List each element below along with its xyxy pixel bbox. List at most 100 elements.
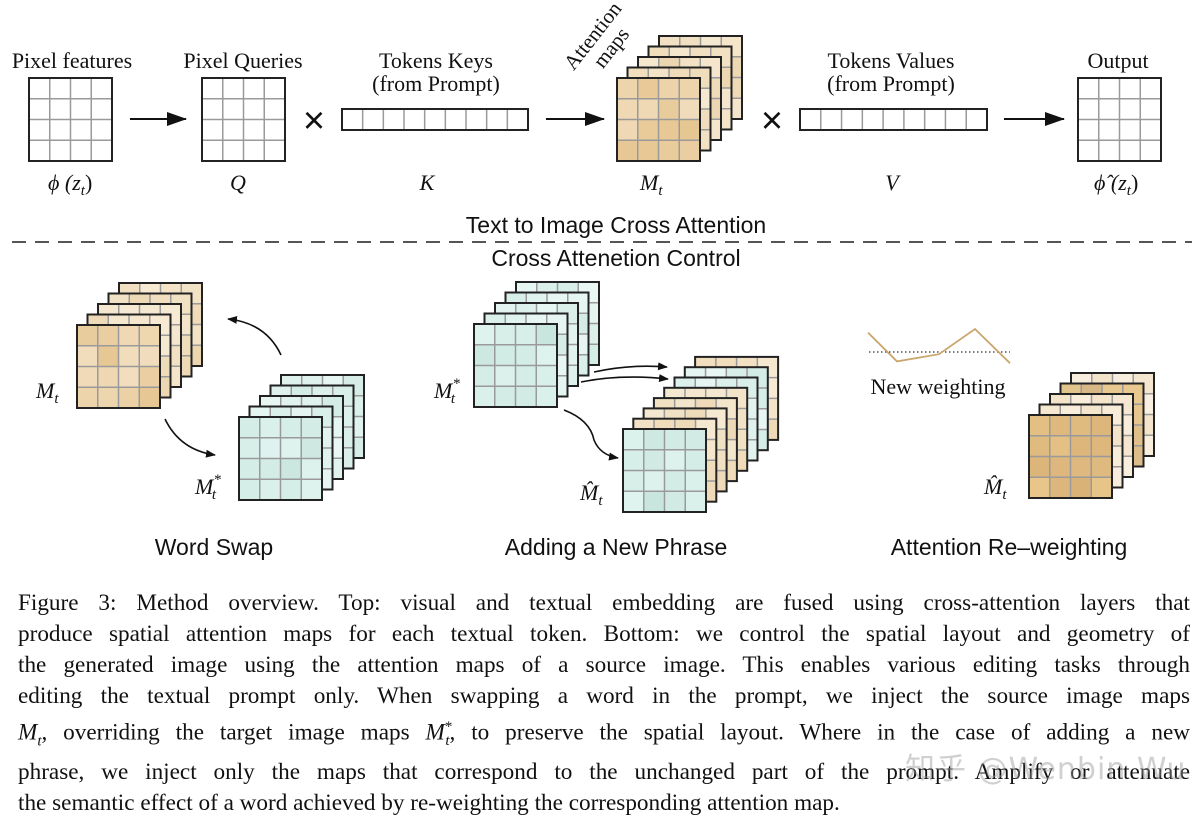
adding-phrase-arrow-3 [564, 410, 618, 458]
word-swap-title: Word Swap [155, 534, 273, 560]
caption-line-with-math: Mt, overriding the target image maps M*t… [18, 712, 1190, 757]
grid-cell [77, 346, 98, 367]
grid-cell [1140, 78, 1161, 99]
grid-cell [301, 438, 322, 459]
grid-cell [1071, 457, 1092, 478]
grid-cell [685, 450, 706, 471]
grid-cell [223, 140, 244, 161]
grid-cell [536, 386, 557, 407]
front-map [623, 429, 706, 512]
grid-cell [1120, 140, 1141, 161]
grid-cell [644, 471, 665, 492]
adding-phrase-title: Adding a New Phrase [505, 534, 727, 560]
new-weighting-label: New weighting [870, 374, 1005, 399]
output-label: Output [1087, 48, 1148, 73]
tokens-keys-label-line2: (from Prompt) [372, 71, 500, 96]
attention-maps-symbol: Mt [639, 170, 663, 199]
grid-cell [91, 99, 112, 120]
grid-cell [617, 99, 638, 120]
grid-cell [264, 140, 285, 161]
pixel-queries-map [202, 78, 285, 161]
grid-cell [644, 491, 665, 512]
grid-cell [29, 140, 50, 161]
grid-cell [659, 140, 680, 161]
pixel-features-grid [29, 78, 112, 161]
value-symbol: V [885, 170, 901, 195]
adding-phrase-arrow-2 [581, 377, 668, 382]
tokens-values-bar [800, 109, 987, 130]
grid-cell [516, 324, 537, 345]
grid-cell [239, 417, 260, 438]
grid-cell [1050, 477, 1071, 498]
grid-cell [264, 99, 285, 120]
grid-cell [71, 99, 92, 120]
multiply-symbol-2: × [761, 100, 783, 142]
output-grid [1078, 78, 1161, 161]
grid-cell [1029, 436, 1050, 457]
grid-cell [281, 459, 302, 480]
grid-cell [659, 99, 680, 120]
grid-cell [119, 387, 140, 408]
output-block: Output ϕ̂ (zt) [1078, 48, 1161, 199]
grid-cell [239, 479, 260, 500]
grid-cell [623, 429, 644, 450]
grid-cell [50, 140, 71, 161]
grid-cell [659, 78, 680, 99]
word-swap-panel: Mt M*t Word Swap [35, 283, 364, 560]
grid-cell [71, 78, 92, 99]
grid-cell [223, 78, 244, 99]
adding-phrase-result-stack [623, 357, 778, 512]
grid-cell [1071, 415, 1092, 436]
word-swap-target-stack [239, 375, 364, 500]
key-symbol: K [419, 170, 436, 195]
weighting-curve-line [868, 329, 1010, 363]
grid-cell [474, 324, 495, 345]
grid-cell [139, 346, 160, 367]
grid-cell [119, 325, 140, 346]
grid-cell [301, 459, 322, 480]
grid-cell [139, 325, 160, 346]
grid-cell [244, 120, 265, 141]
grid-cell [50, 99, 71, 120]
grid-cell [1091, 415, 1112, 436]
adding-phrase-panel: M*t M̂t Adding a New Phrase [433, 282, 778, 560]
output-symbol: ϕ̂ (zt) [1094, 170, 1138, 199]
caption-line: the generated image using the attention … [18, 650, 1190, 681]
pixel-queries-grid [202, 78, 285, 161]
grid-cell [260, 479, 281, 500]
grid-cell [281, 417, 302, 438]
word-swap-arrow-down [165, 419, 215, 455]
grid-cell [623, 491, 644, 512]
grid-cell [665, 450, 686, 471]
attention-maps-stack [617, 36, 742, 161]
grid-cell [91, 140, 112, 161]
grid-cell [301, 417, 322, 438]
grid-cell [1120, 78, 1141, 99]
reweighting-panel: New weighting M̂t Attention Re–weighting [868, 329, 1154, 560]
pixel-queries-label: Pixel Queries [183, 48, 302, 73]
grid-cell [1099, 78, 1120, 99]
tokens-keys-label-line1: Tokens Keys [379, 48, 493, 73]
grid-cell [281, 438, 302, 459]
grid-cell [1050, 457, 1071, 478]
pixel-features-label: Pixel features [12, 48, 132, 73]
grid-cell [1078, 140, 1099, 161]
grid-cell [685, 429, 706, 450]
grid-cell [264, 78, 285, 99]
front-map [617, 78, 700, 161]
reweighting-stack [1029, 373, 1154, 498]
grid-cell [536, 366, 557, 387]
pixel-features-block: Pixel features ϕ (zt) [12, 48, 132, 199]
grid-cell [623, 471, 644, 492]
grid-cell [202, 140, 223, 161]
pixel-queries-block: Pixel Queries Q [183, 48, 302, 195]
grid-cell [202, 99, 223, 120]
grid-cell [71, 120, 92, 141]
grid-cell [1071, 477, 1092, 498]
query-symbol: Q [230, 170, 246, 195]
grid-cell [1120, 120, 1141, 141]
grid-cell [29, 120, 50, 141]
grid-cell [1091, 457, 1112, 478]
grid-cell [679, 140, 700, 161]
grid-cell [638, 120, 659, 141]
